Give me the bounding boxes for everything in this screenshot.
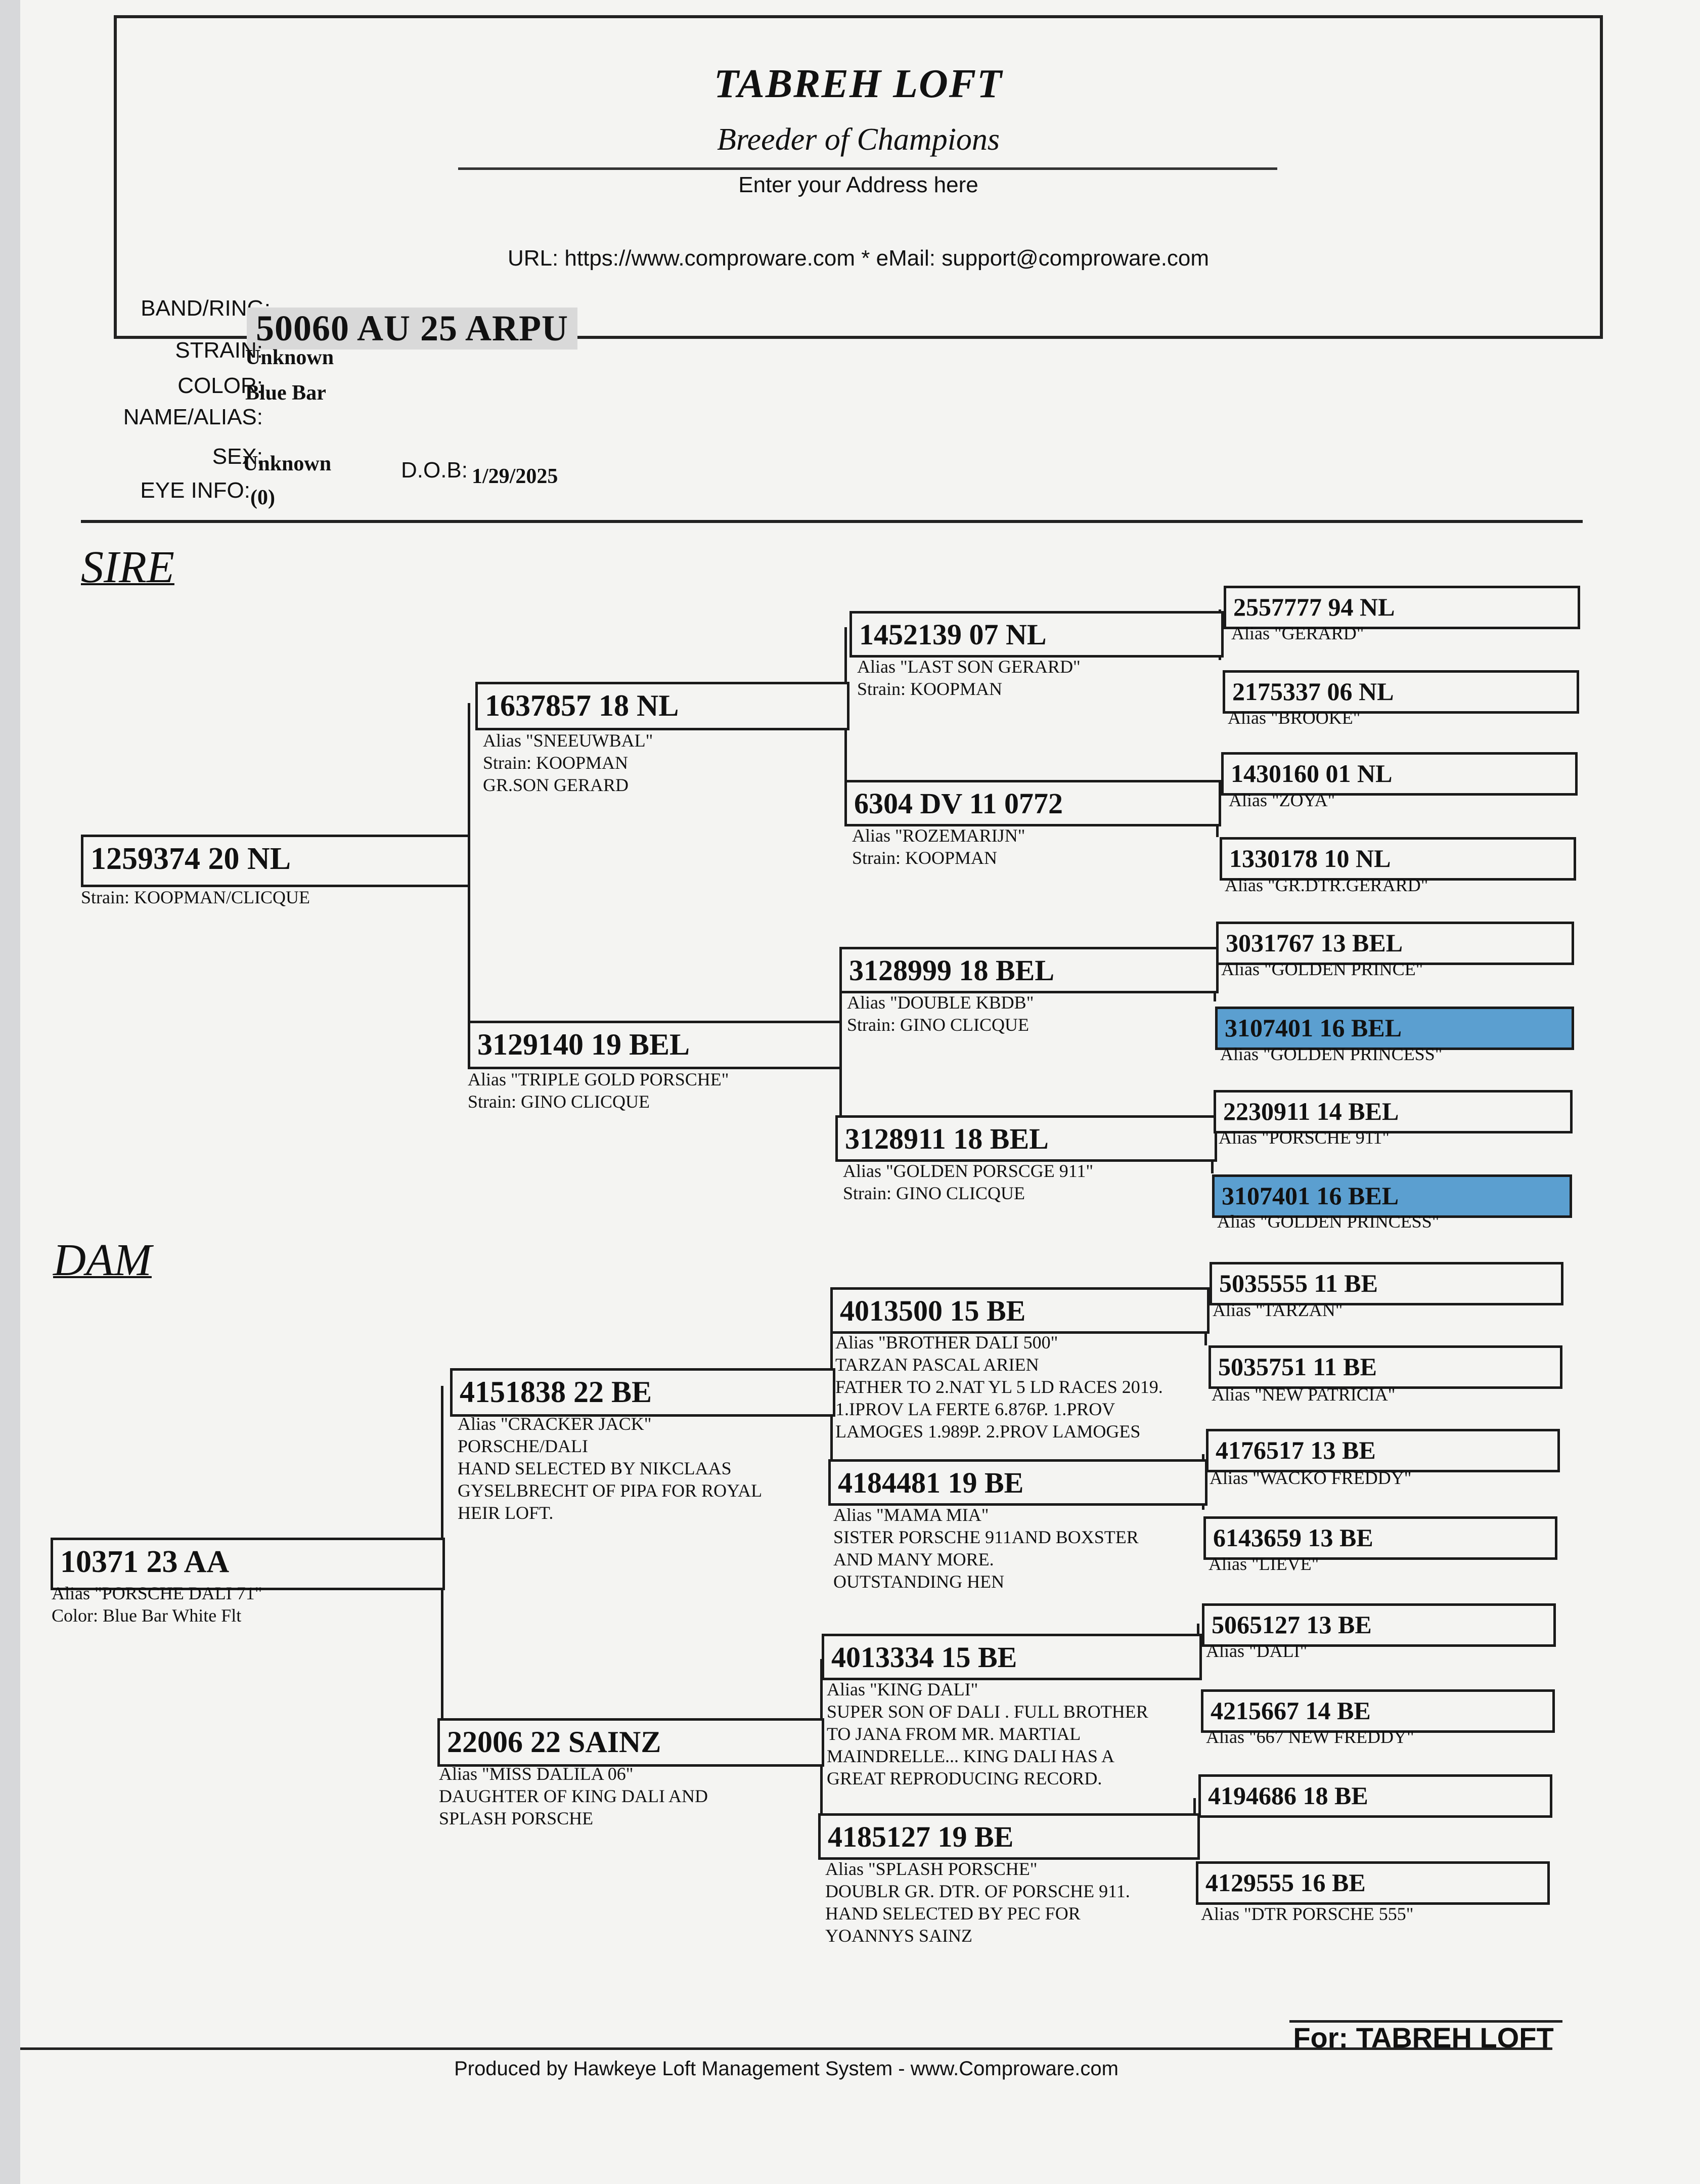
eye-value: (0) [250,486,275,509]
dam-dam-box[interactable]: 22006 22 SAINZ [437,1718,824,1767]
sss-box[interactable]: 1452139 07 NL [849,611,1224,658]
sdss-box[interactable]: 3031767 13 BEL [1216,922,1574,965]
sds-details: Alias "DOUBLE KBDB"Strain: GINO CLICQUE [847,992,1034,1035]
sss-details: Alias "LAST SON GERARD"Strain: KOOPMAN [857,657,1081,699]
strain-label: STRAIN: [175,338,263,363]
ddd-box[interactable]: 4185127 19 BE [818,1813,1200,1860]
sire-section-title: SIRE [81,542,174,592]
address: Enter your Address here [738,172,978,197]
sdds-box[interactable]: 2230911 14 BEL [1214,1090,1573,1133]
dssd-box[interactable]: 5035751 11 BE [1209,1345,1562,1389]
dss-box[interactable]: 4013500 15 BE [830,1287,1210,1334]
tagline: Breeder of Champions [717,122,1000,157]
ssds-alias: Alias "ZOYA" [1229,790,1335,810]
ssd-details: Alias "ROZEMARIJN"Strain: KOOPMAN [852,825,1025,868]
loft-name: TABREH LOFT [714,62,1003,106]
for-rule [1289,2020,1562,2023]
band-value: 50060 AU 25 ARPU [247,308,578,350]
produced-by: Produced by Hawkeye Loft Management Syst… [454,2058,1119,2080]
sssd-box[interactable]: 2175337 06 NL [1223,670,1579,714]
footer-rule [20,2047,1552,2050]
section-divider [81,520,1583,523]
contact-line: URL: https://www.comproware.com * eMail:… [507,246,1210,271]
dds-details: Alias "KING DALI"SUPER SON OF DALI . FUL… [827,1679,1148,1788]
ddd-details: Alias "SPLASH PORSCHE"DOUBLR GR. DTR. OF… [825,1859,1130,1946]
dob-label: D.O.B: [400,458,468,483]
sddd-box-highlighted[interactable]: 3107401 16 BEL [1212,1174,1572,1218]
sdd-details: Alias "GOLDEN PORSCGE 911"Strain: GINO C… [843,1161,1094,1203]
dddd-box[interactable]: 4129555 16 BE [1196,1861,1550,1905]
color-value: Blue Bar [245,381,326,405]
sex-value: Unknown [243,452,332,475]
dsdd-box[interactable]: 6143659 13 BE [1203,1516,1557,1560]
sds-box[interactable]: 3128999 18 BEL [839,947,1219,993]
ddds-box[interactable]: 4194686 18 BE [1198,1774,1552,1818]
dam-sire-box[interactable]: 4151838 22 BE [450,1368,835,1417]
dam-box[interactable]: 10371 23 AA [51,1538,445,1590]
strain-value: Unknown [245,346,334,369]
sddd-alias: Alias "GOLDEN PRINCESS" [1217,1211,1440,1232]
ssss-alias: Alias "GERARD" [1231,623,1364,643]
dsd-box[interactable]: 4184481 19 BE [828,1459,1207,1506]
sire-details: Strain: KOOPMAN/CLICQUE [81,887,310,907]
ddss-box[interactable]: 5065127 13 BE [1202,1603,1556,1647]
band-label: BAND/RING: [141,296,271,321]
header-rule [458,167,1277,170]
sdds-alias: Alias "PORSCHE 911" [1219,1127,1390,1148]
dob-value: 1/29/2025 [472,465,558,488]
pedigree-sheet: TABREH LOFT Breeder of Champions Enter y… [20,0,1700,2184]
dam-dam-details: Alias "MISS DALILA 06"DAUGHTER OF KING D… [439,1764,708,1828]
dsds-alias: Alias "WACKO FREDDY" [1210,1468,1412,1488]
dsss-box[interactable]: 5035555 11 BE [1210,1262,1563,1305]
sex-label: SEX: [212,444,263,469]
ssdd-box[interactable]: 1330178 10 NL [1220,837,1576,881]
sire-dam-details: Alias "TRIPLE GOLD PORSCHE"Strain: GINO … [468,1069,729,1112]
dam-section-title: DAM [53,1235,152,1285]
ssss-box[interactable]: 2557777 94 NL [1224,586,1580,629]
dam-details: Alias "PORSCHE DALI 71"Color: Blue Bar W… [52,1583,262,1626]
sdsd-alias: Alias "GOLDEN PRINCESS" [1220,1044,1443,1064]
color-label: COLOR: [177,373,263,398]
sssd-alias: Alias "BROOKE" [1228,708,1361,728]
ssd-box[interactable]: 6304 DV 11 0772 [844,780,1221,826]
dssd-alias: Alias "NEW PATRICIA" [1212,1384,1396,1405]
sire-dam-box[interactable]: 3129140 19 BEL [468,1021,842,1069]
dddd-alias: Alias "DTR PORSCHE 555" [1201,1904,1414,1924]
sire-box[interactable]: 1259374 20 NL [81,835,470,887]
dsd-details: Alias "MAMA MIA"SISTER PORSCHE 911AND BO… [833,1505,1139,1592]
ssdd-alias: Alias "GR.DTR.GERARD" [1225,875,1428,895]
ddsd-box[interactable]: 4215667 14 BE [1201,1689,1555,1733]
name-label: NAME/ALIAS: [123,405,263,429]
dsdd-alias: Alias "LIEVE" [1209,1554,1319,1574]
sdd-box[interactable]: 3128911 18 BEL [835,1115,1217,1162]
ddss-alias: Alias "DALI" [1206,1641,1308,1661]
dsds-box[interactable]: 4176517 13 BE [1206,1429,1560,1472]
sdsd-box-highlighted[interactable]: 3107401 16 BEL [1215,1007,1574,1050]
eye-label: EYE INFO: [140,478,250,503]
dss-details: Alias "BROTHER DALI 500"TARZAN PASCAL AR… [835,1332,1163,1442]
ddsd-alias: Alias "667 NEW FREDDY" [1206,1727,1414,1747]
header-box: TABREH LOFT Breeder of Champions Enter y… [114,15,1603,339]
dsss-alias: Alias "TARZAN" [1213,1300,1343,1320]
dds-box[interactable]: 4013334 15 BE [822,1634,1202,1680]
ssds-box[interactable]: 1430160 01 NL [1221,752,1578,796]
sire-sire-box[interactable]: 1637857 18 NL [475,682,849,730]
sdss-alias: Alias "GOLDEN PRINCE" [1221,959,1423,979]
